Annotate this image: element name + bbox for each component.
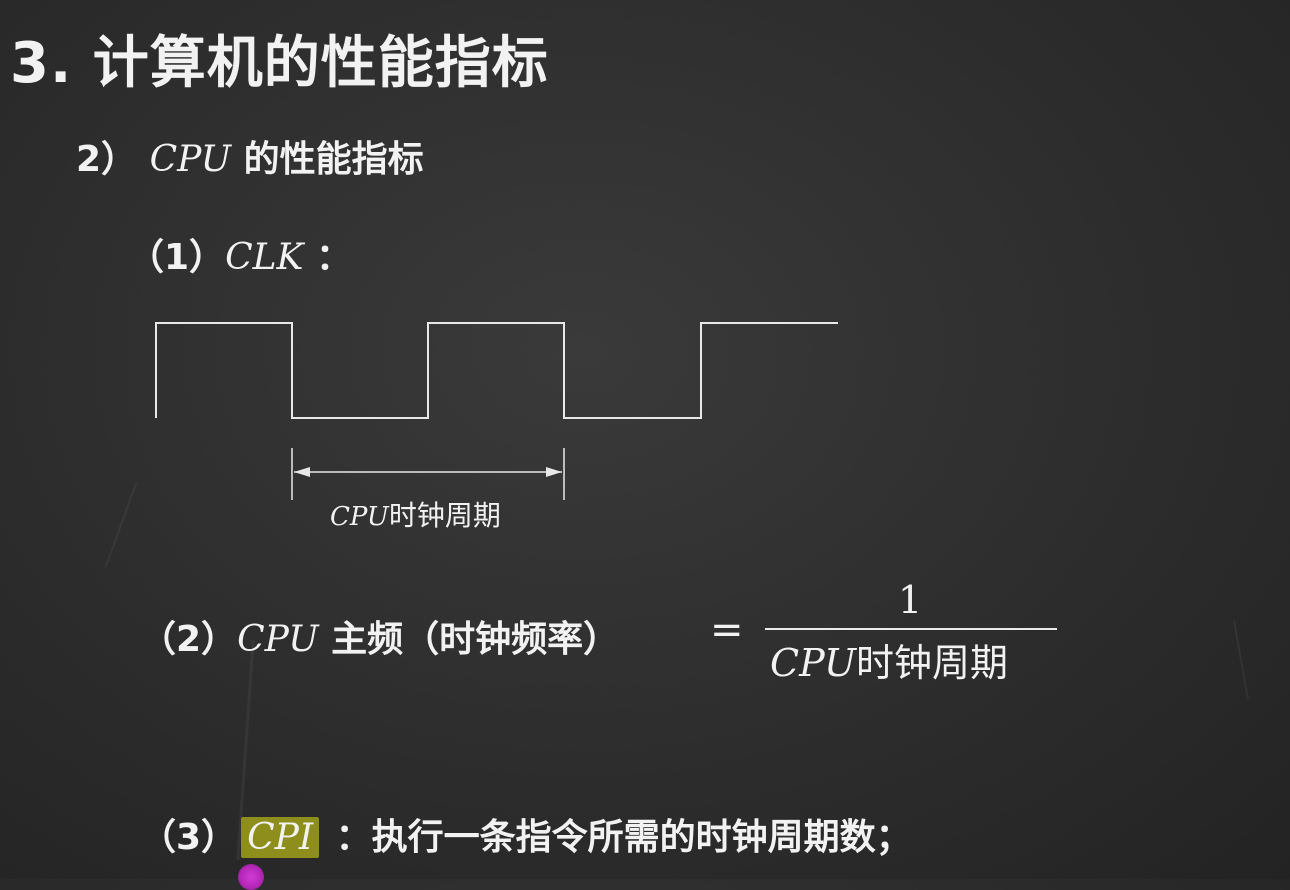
item-number: （3） [140, 817, 238, 858]
item-frequency: （2）CPU 主频（时钟频率） [140, 610, 619, 662]
item-number: （1） [128, 237, 226, 278]
section-term: CPU [149, 139, 232, 180]
item-text: ： [303, 237, 352, 278]
arrowhead-right-icon [546, 467, 562, 477]
arrowhead-left-icon [294, 467, 310, 477]
slide-title: 3. 计算机的性能指标 [10, 31, 549, 96]
item-cpi: （3）CPI ：执行一条指令所需的时钟周期数； [140, 808, 912, 860]
item-term: CPI [247, 817, 314, 858]
period-term: CPU [330, 502, 389, 532]
fraction-numerator: 1 [898, 578, 923, 622]
section-text: 的性能指标 [231, 139, 424, 180]
section-number: 2） [76, 139, 150, 180]
item-term: CPU [237, 619, 319, 660]
pointer-cursor-icon [238, 864, 264, 890]
item-number: （2） [140, 619, 238, 660]
fraction-bar [765, 628, 1057, 630]
section-heading: 2） CPU 的性能指标 [76, 130, 424, 182]
clock-signal [155, 322, 838, 419]
item-term: CLK [225, 237, 304, 278]
item-text: 主频（时钟频率） [318, 619, 620, 660]
period-text: 时钟周期 [388, 499, 501, 532]
equals-sign: = [710, 607, 744, 653]
item-text: ：执行一条指令所需的时钟周期数； [323, 817, 912, 858]
item-clk: （1）CLK ： [128, 228, 352, 280]
clock-period-label: CPU时钟周期 [330, 494, 501, 534]
fraction-denominator: CPU时钟周期 [770, 632, 1008, 687]
denominator-text: 时钟周期 [856, 641, 1009, 685]
cpi-highlight: CPI [241, 817, 320, 858]
denominator-term: CPU [770, 641, 857, 685]
